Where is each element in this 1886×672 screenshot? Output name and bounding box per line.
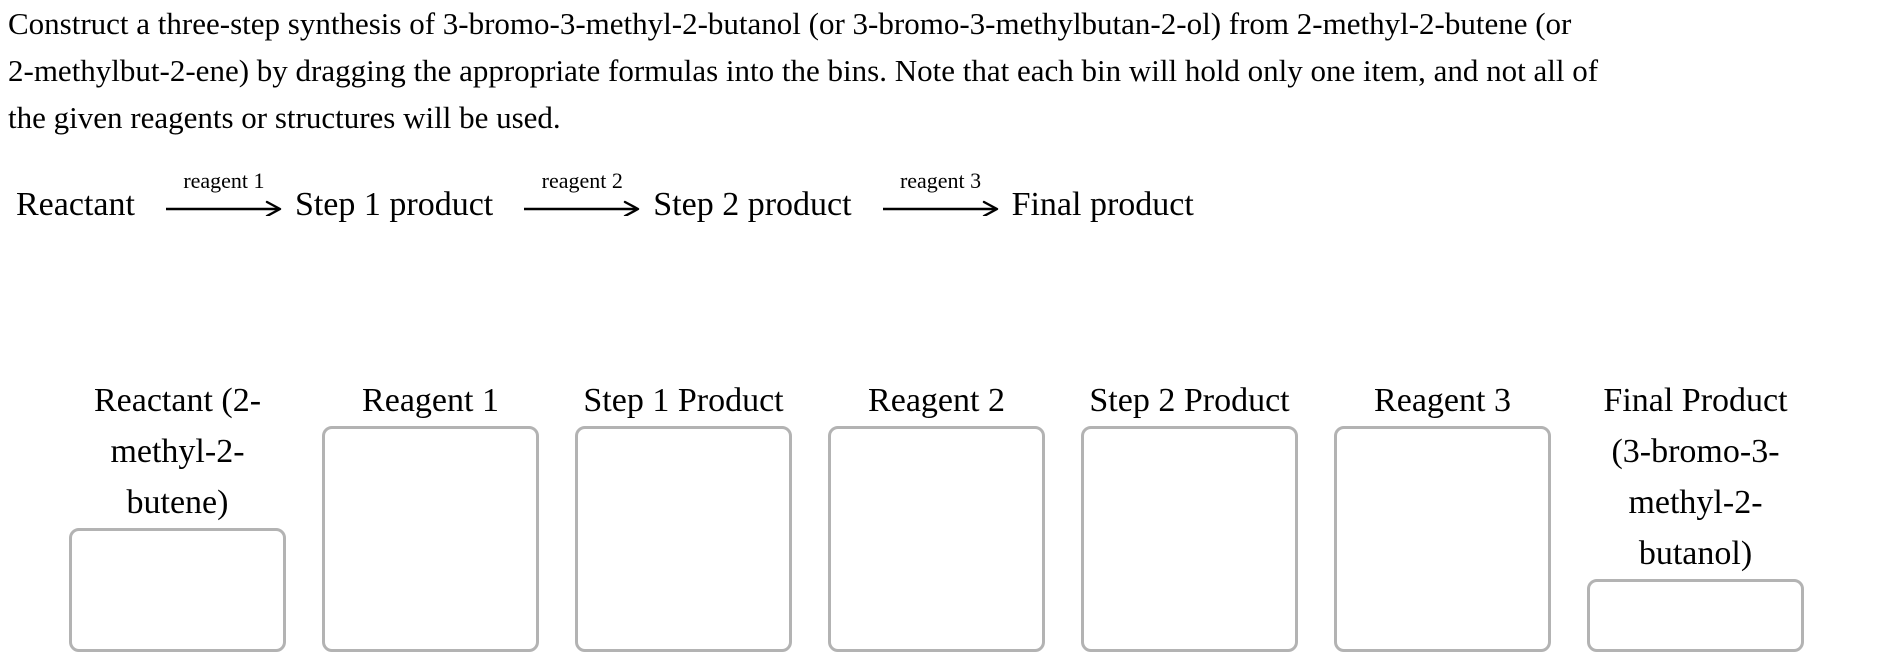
bin-label-reactant: methyl-2- — [110, 433, 245, 470]
arrow-label-reagent-1: reagent 1 — [183, 168, 265, 193]
instructions-line: 2-methylbut-2-ene) by dragging the appro… — [8, 53, 1599, 88]
bin-column-step-2-product: Step 2 Product — [1081, 375, 1298, 652]
bin-label-final-product: (3-bromo-3- — [1611, 433, 1780, 470]
drop-bin-reagent-3[interactable] — [1334, 426, 1551, 652]
instructions-line: the given reagents or structures will be… — [8, 100, 561, 135]
reaction-scheme: Reactant reagent 1 Step 1 product reagen… — [16, 168, 1194, 222]
scheme-arrow-group-1: reagent 1 — [165, 168, 283, 216]
scheme-node-reactant: Reactant — [16, 186, 135, 223]
drop-bin-reagent-1[interactable] — [322, 426, 539, 652]
bin-label-step-2-product: Step 2 Product — [1089, 382, 1290, 419]
bin-column-reagent-2: Reagent 2 — [828, 375, 1045, 652]
bin-label-reagent-2: Reagent 2 — [868, 382, 1005, 419]
drop-bins-row: Reactant (2- methyl-2- butene) Reagent 1… — [69, 375, 1804, 652]
scheme-node-step1-product: Step 1 product — [294, 186, 494, 223]
arrow-label-reagent-2: reagent 2 — [541, 168, 623, 193]
bin-label-final-product: Final Product — [1603, 382, 1788, 419]
scheme-arrow-group-3: reagent 3 — [882, 168, 1000, 216]
bin-label-reactant: butene) — [126, 484, 229, 521]
instructions-line: Construct a three-step synthesis of 3-br… — [8, 6, 1572, 41]
drop-bin-step-2-product[interactable] — [1081, 426, 1298, 652]
bin-column-final-product: Final Product (3-bromo-3- methyl-2- buta… — [1587, 375, 1804, 652]
drop-bin-final-product[interactable] — [1587, 579, 1804, 652]
scheme-node-final-product: Final product — [1011, 186, 1194, 223]
bin-column-reagent-1: Reagent 1 — [322, 375, 539, 652]
reaction-arrow-icon — [524, 200, 640, 216]
bin-label-final-product: butanol) — [1638, 535, 1753, 572]
bin-label-reagent-3: Reagent 3 — [1374, 382, 1511, 419]
reaction-arrow-icon — [165, 200, 282, 216]
scheme-node-step2-product: Step 2 product — [653, 186, 852, 223]
scheme-arrow-group-2: reagent 2 — [523, 168, 641, 216]
drop-bin-reagent-2[interactable] — [828, 426, 1045, 652]
bin-label-reactant: Reactant (2- — [93, 382, 262, 419]
bin-label-final-product: methyl-2- — [1628, 484, 1763, 521]
instructions-text: Construct a three-step synthesis of 3-br… — [8, 0, 1598, 141]
drop-bin-step-1-product[interactable] — [575, 426, 792, 652]
arrow-label-reagent-3: reagent 3 — [899, 168, 982, 193]
bin-column-step-1-product: Step 1 Product — [575, 375, 792, 652]
bin-column-reagent-3: Reagent 3 — [1334, 375, 1551, 652]
bin-column-reactant: Reactant (2- methyl-2- butene) — [69, 375, 286, 652]
drop-bin-reactant[interactable] — [69, 528, 286, 652]
bin-label-step-1-product: Step 1 Product — [583, 382, 784, 419]
reaction-arrow-icon — [882, 200, 998, 216]
bin-label-reagent-1: Reagent 1 — [362, 382, 499, 419]
